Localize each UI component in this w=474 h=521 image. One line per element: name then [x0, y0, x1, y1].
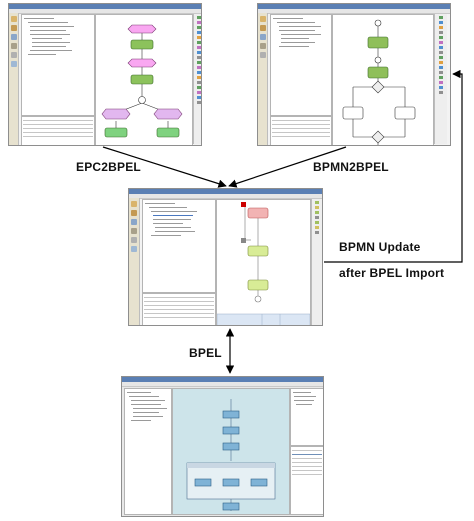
epc-properties-panel	[21, 116, 95, 145]
bpel-editor-canvas	[216, 199, 311, 325]
bpmn-update-label-line1: BPMN Update	[339, 240, 421, 254]
bpel-designer-flow-header	[187, 463, 275, 468]
bpel-marker	[241, 202, 246, 207]
bpel-designer-outline	[290, 388, 323, 446]
bpel-designer-canvas	[172, 388, 290, 515]
epc-event-shape	[153, 108, 183, 120]
epc-event-shape	[101, 108, 131, 120]
epc-function-shape	[130, 74, 154, 85]
bpmn-menubar	[258, 9, 450, 14]
bpmn-gateway	[371, 130, 385, 144]
epc2bpel-label: EPC2BPEL	[76, 160, 141, 174]
bpmn-task	[367, 36, 389, 49]
bpmn-task	[367, 66, 389, 79]
bpmn-gateway	[371, 80, 385, 94]
bpmn-model-drawing	[342, 19, 416, 145]
epc-connector-shape	[138, 96, 146, 104]
bpel-editor-screenshot	[128, 188, 323, 326]
bpmn-shape-palette	[434, 14, 447, 144]
bpel-end-event	[254, 295, 262, 303]
bpel-start-element	[247, 207, 269, 219]
epc-menubar	[9, 9, 201, 14]
epc-tree-panel	[21, 14, 95, 116]
epc-canvas	[95, 14, 193, 145]
epc-event-shape	[127, 58, 157, 68]
epc-event-shape	[127, 24, 157, 34]
bpel-editor-shape-palette	[311, 199, 322, 325]
epc-model-drawing	[101, 24, 183, 138]
bpmn-update-label-line2: after BPEL Import	[339, 266, 445, 280]
bpel-designer-properties	[290, 446, 323, 515]
bpel-designer-process-drawing	[186, 399, 276, 511]
bpmn-update-arrow	[324, 69, 463, 263]
epc-function-shape	[130, 39, 154, 50]
bpel-designer-screenshot	[121, 376, 324, 517]
epc-function-shape	[156, 127, 180, 138]
bpmn2bpel-label: BPMN2BPEL	[313, 160, 389, 174]
epc-icon-bar	[9, 13, 19, 145]
bpel-designer-activity	[222, 502, 240, 511]
bpel-designer-activity	[222, 426, 240, 435]
epc-editor-screenshot	[8, 3, 202, 146]
bpel-designer-titlebar	[122, 377, 323, 382]
bpmn2bpel-arrow	[228, 146, 347, 188]
bpel-activity	[247, 279, 269, 291]
bpmn-intermediate-event	[374, 56, 382, 64]
bpel-marker	[241, 238, 246, 243]
bpel-designer-activity	[222, 442, 240, 451]
bpmn-window-titlebar	[258, 4, 450, 9]
bpel-designer-menubar	[122, 382, 323, 387]
bpel-editor-model-drawing	[216, 202, 311, 325]
epc2bpel-arrow	[102, 146, 227, 188]
bpel-editor-properties-panel	[142, 293, 216, 325]
bpel-activity	[247, 245, 269, 257]
bpmn-editor-screenshot	[257, 3, 451, 146]
bpel-designer-navigator	[124, 388, 172, 515]
bpmn-icon-bar	[258, 13, 268, 145]
bpel-label: BPEL	[189, 346, 222, 360]
bpel-editor-tree-panel	[142, 199, 216, 293]
bpmn-canvas	[332, 14, 434, 145]
bpel-editor-menubar	[129, 194, 322, 199]
epc-function-shape	[104, 127, 128, 138]
bpel-editor-titlebar	[129, 189, 322, 194]
bpmn-properties-panel	[270, 116, 332, 145]
epc-window-titlebar	[9, 4, 201, 9]
bpel-designer-activity	[194, 478, 212, 487]
bpel-designer-activity	[250, 478, 268, 487]
bpel-editor-icon-bar	[129, 198, 140, 325]
bpmn-start-event	[374, 19, 382, 27]
bpmn-task	[394, 106, 416, 120]
bpmn-tree-panel	[270, 14, 332, 116]
bpel-designer-activity	[222, 410, 240, 419]
epc-shape-palette	[193, 14, 201, 144]
bpmn-task	[342, 106, 364, 120]
bpel-designer-activity	[222, 478, 240, 487]
